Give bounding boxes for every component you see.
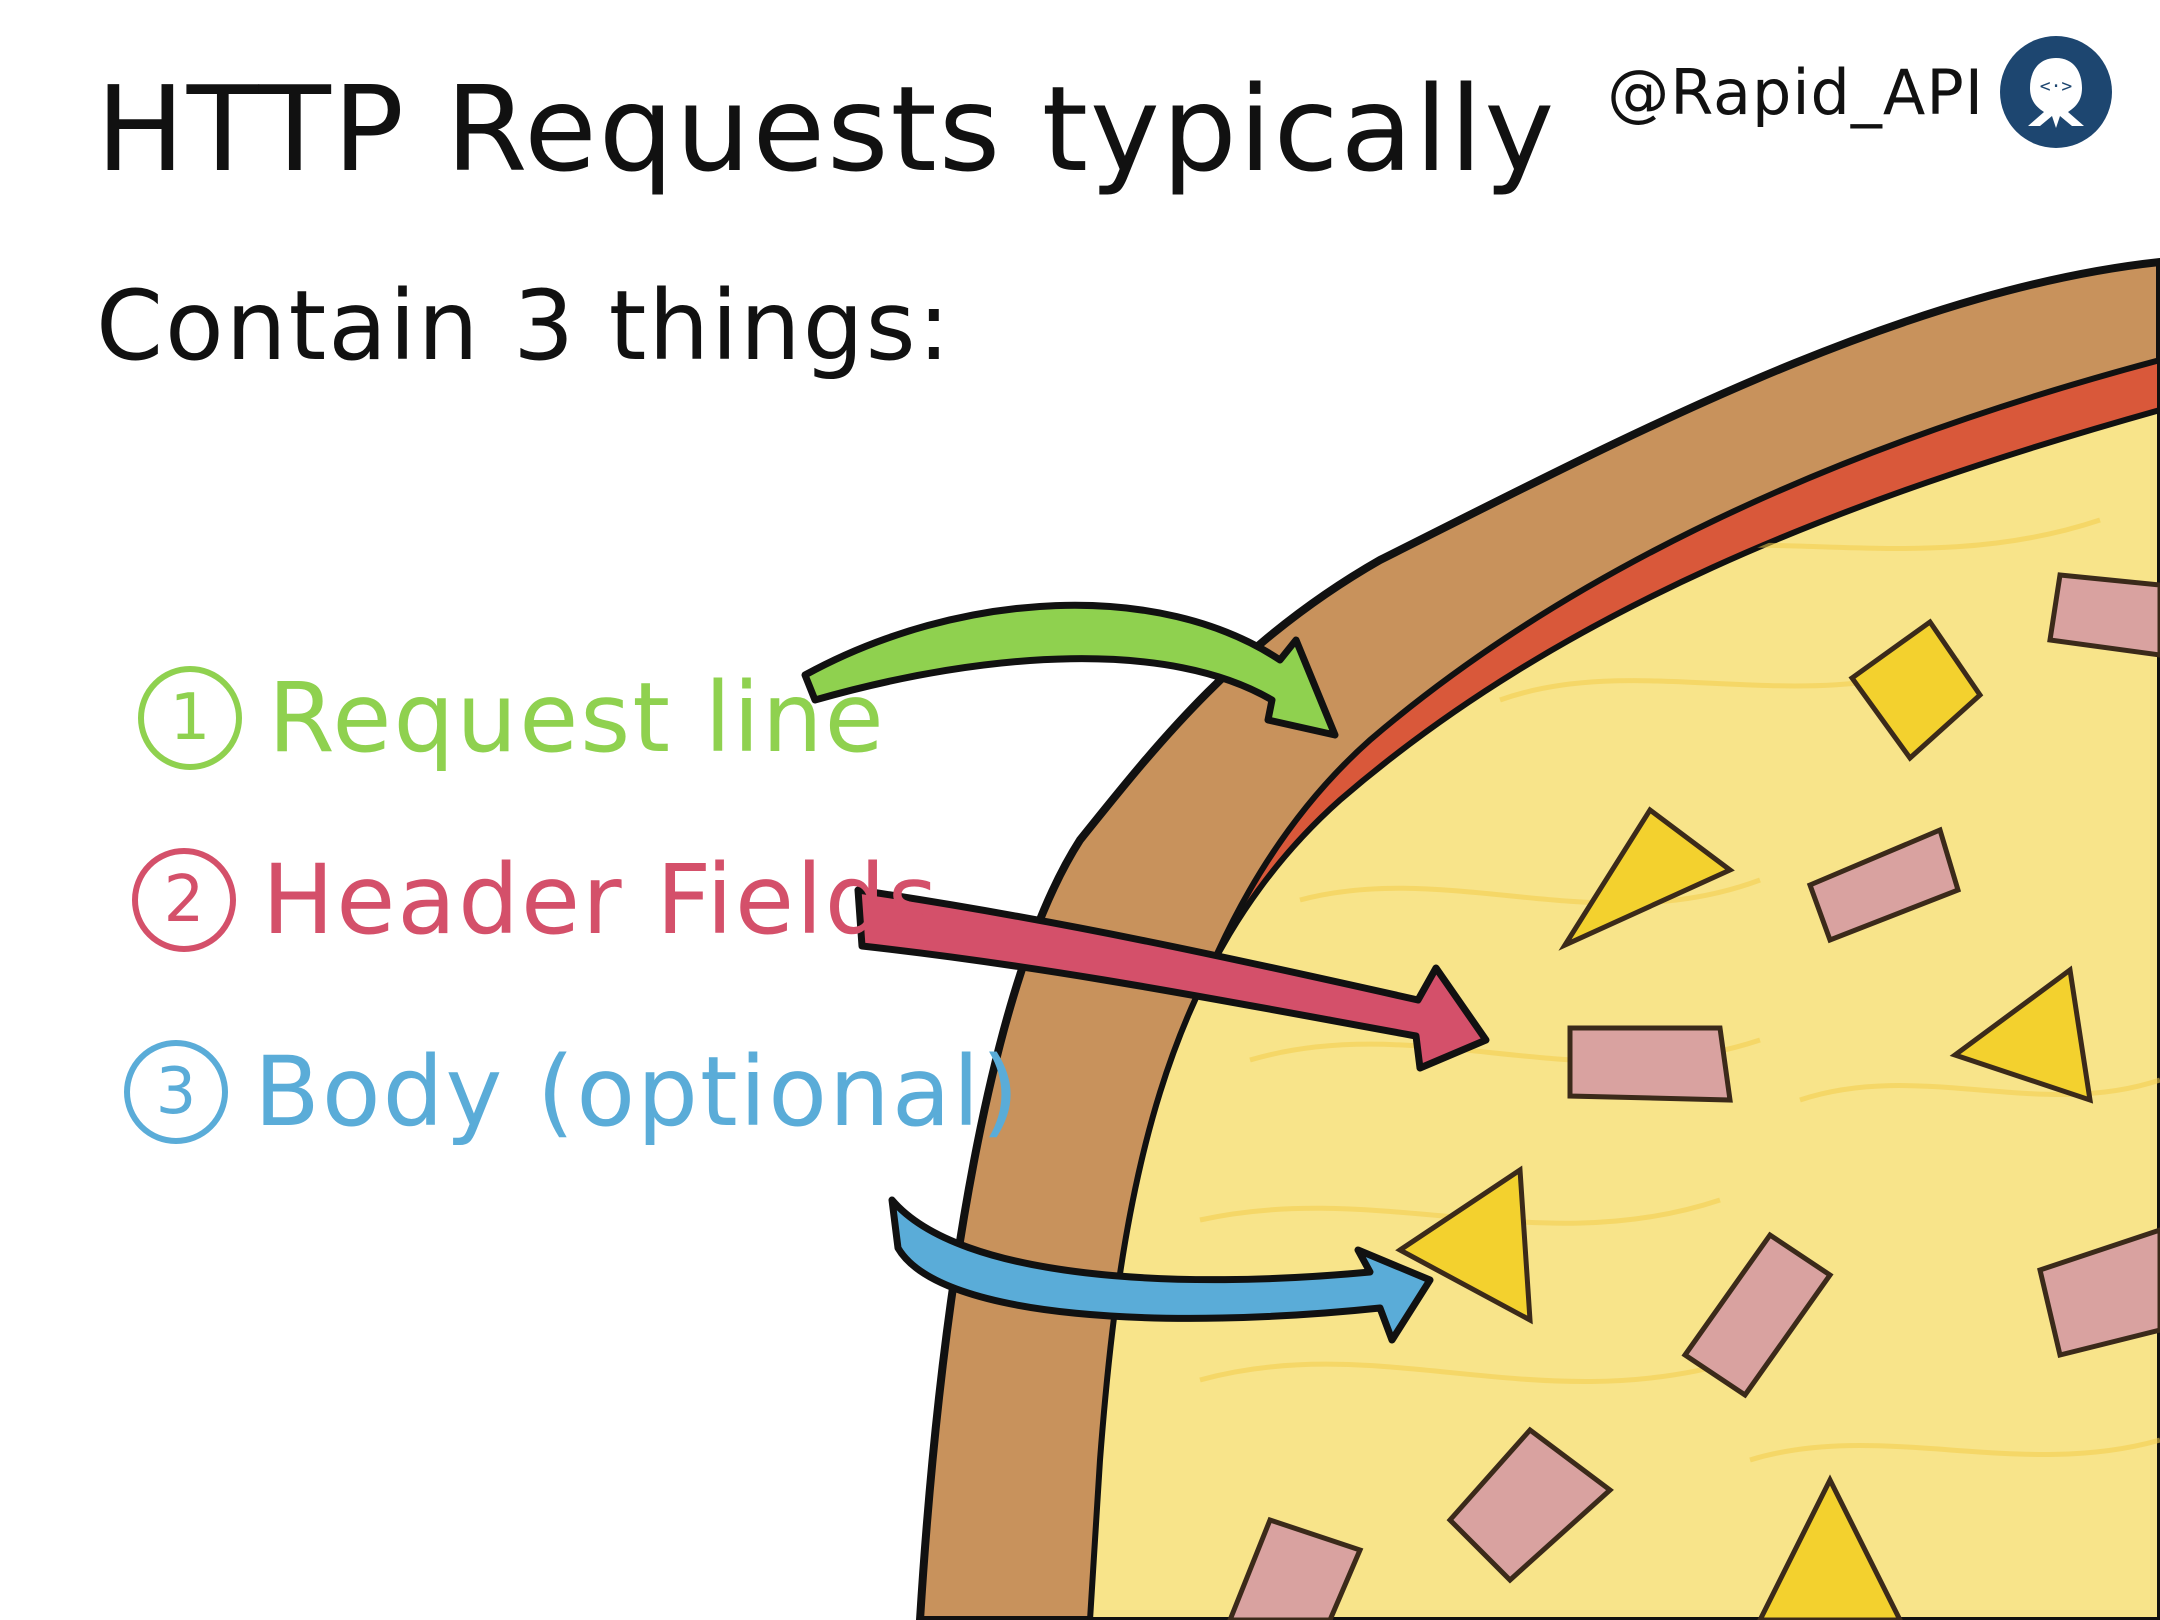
ham-piece: [2037, 1227, 2160, 1359]
ham-piece: [1681, 1231, 1834, 1399]
header-fields-arrow: [854, 886, 1490, 1072]
request-line-arrow: [801, 601, 1339, 739]
brand-handle: @Rapid_API: [1607, 55, 1984, 129]
title-line-2: Contain 3 things:: [96, 270, 952, 382]
title-line-1: HTTP Requests typically: [96, 60, 1557, 198]
pineapple-piece: [1395, 1165, 1533, 1325]
body-arrow: [888, 1196, 1434, 1344]
item-label: Request line: [268, 662, 886, 774]
ham-piece: [1227, 1516, 1364, 1620]
svg-text:<·>: <·>: [2040, 76, 2073, 97]
item-request-line: 1 Request line: [138, 662, 886, 774]
ham-pieces: [1227, 572, 2160, 1620]
brand: @Rapid_API <·>: [1607, 36, 2112, 148]
pineapple-piece: [1558, 806, 1735, 951]
pineapple-piece: [1757, 1474, 1903, 1620]
pineapple-piece: [1949, 965, 2094, 1104]
item-number-circle: 2: [132, 848, 236, 952]
item-header-fields: 2 Header Fields: [132, 844, 940, 956]
item-number-circle: 3: [124, 1040, 228, 1144]
item-label: Header Fields: [262, 844, 940, 956]
pineapple-pieces: [1395, 618, 2094, 1620]
pineapple-piece: [1848, 618, 1984, 762]
ham-piece: [2047, 572, 2160, 658]
rapidapi-octopus-icon: <·>: [2000, 36, 2112, 148]
ham-piece: [1446, 1426, 1614, 1584]
item-body: 3 Body (optional): [124, 1036, 1021, 1148]
item-number-circle: 1: [138, 666, 242, 770]
ham-piece: [1567, 1025, 1733, 1103]
cheese-texture: [1199, 517, 2160, 1463]
item-label: Body (optional): [254, 1036, 1021, 1148]
ham-piece: [1806, 826, 1962, 944]
